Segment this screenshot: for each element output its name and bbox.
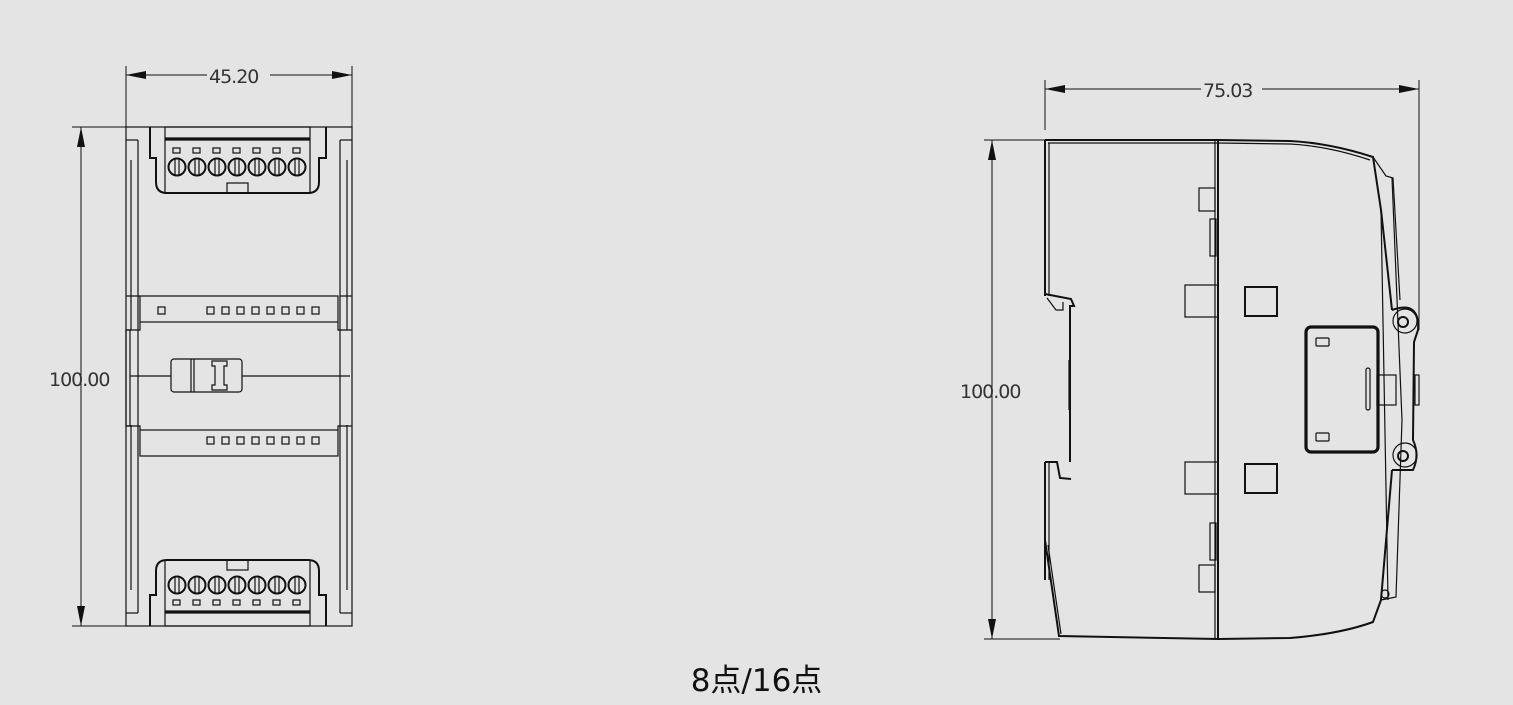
side-cover-panel: [1304, 325, 1397, 454]
terminal-block-top: [149, 126, 327, 194]
screw-icon: [167, 575, 187, 595]
screw-icon: [187, 157, 207, 177]
side-height-dimension: 100.00: [960, 139, 1060, 640]
terminal-led-row-bottom: [172, 599, 301, 606]
screw-icon: [267, 157, 287, 177]
screw-icon: [167, 157, 187, 177]
screw-icon: [247, 575, 267, 595]
side-depth-dimension: 75.03: [1044, 80, 1420, 330]
screw-icon: [187, 575, 207, 595]
side-depth-label: 75.03: [1203, 80, 1252, 102]
screw-icon: [247, 157, 267, 177]
side-view: 75.03 100.00: [960, 80, 1420, 641]
led-strip-lower: [126, 425, 352, 457]
screw-icon: [227, 157, 247, 177]
din-clip: [125, 329, 350, 427]
terminal-screws-top: [167, 157, 307, 177]
mounting-screw-bottom: [1392, 442, 1418, 468]
terminal-screws-bottom: [167, 575, 307, 595]
terminal-block-bottom: [149, 559, 327, 627]
terminal-led-row-top: [172, 147, 301, 154]
front-height-dimension: 100.00: [49, 126, 126, 627]
screw-icon: [207, 157, 227, 177]
screw-icon: [287, 157, 307, 177]
front-width-dimension: 45.20: [125, 66, 353, 128]
screw-icon: [287, 575, 307, 595]
front-width-label: 45.20: [209, 66, 258, 88]
drawing-caption: 8点/16点: [690, 663, 823, 699]
front-height-label: 100.00: [49, 369, 109, 391]
screw-icon: [207, 575, 227, 595]
screw-icon: [227, 575, 247, 595]
screw-icon: [267, 575, 287, 595]
led-strip-upper: [126, 295, 352, 331]
clip-latch-icon: [211, 360, 228, 391]
side-height-label: 100.00: [960, 381, 1020, 403]
front-view: 45.20 100.00: [49, 66, 353, 627]
mounting-screw-top: [1392, 308, 1418, 334]
